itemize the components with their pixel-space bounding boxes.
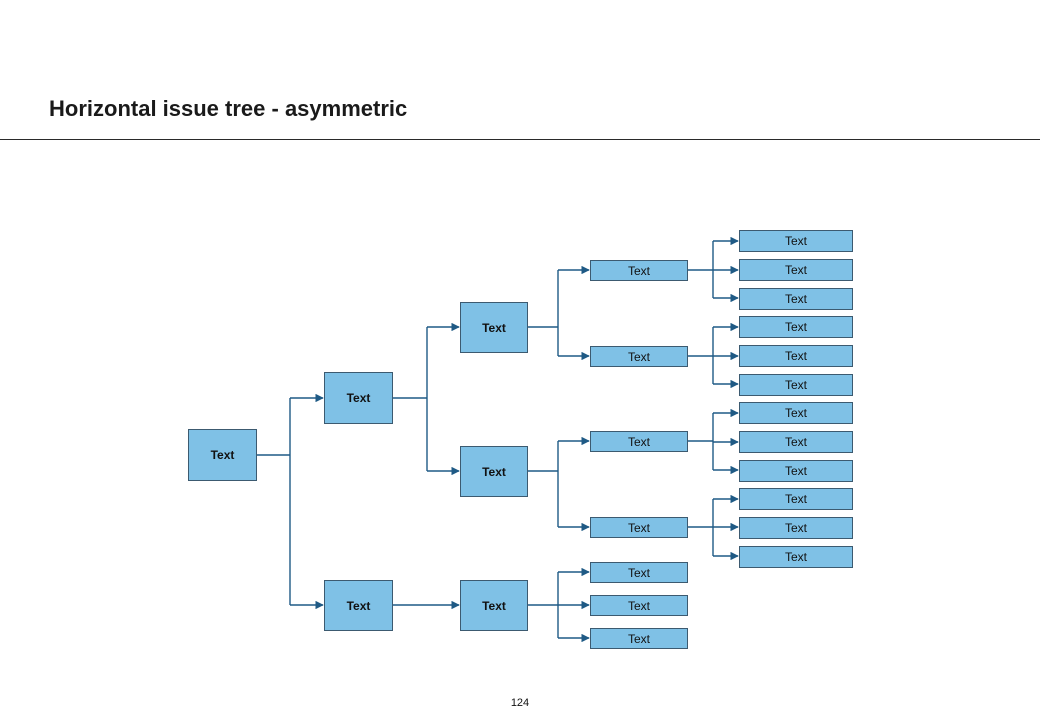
level4-node-9[interactable]: Text (739, 460, 853, 482)
node-label: Text (482, 464, 506, 479)
node-label: Text (482, 320, 506, 335)
level3-node-3[interactable]: Text (590, 431, 688, 452)
node-label: Text (784, 492, 807, 506)
node-label: Text (627, 263, 650, 278)
node-label: Text (784, 349, 807, 363)
node-label: Text (627, 520, 650, 535)
level4-node-10[interactable]: Text (739, 488, 853, 510)
level4-node-5[interactable]: Text (739, 345, 853, 367)
node-label: Text (627, 565, 650, 580)
level3-node-4[interactable]: Text (590, 517, 688, 538)
node-label: Text (784, 435, 807, 449)
level4-node-1[interactable]: Text (739, 230, 853, 252)
node-label: Text (627, 349, 650, 364)
node-label: Text (784, 521, 807, 535)
node-label: Text (346, 598, 371, 613)
level2-node-top[interactable]: Text (460, 302, 528, 353)
node-label: Text (627, 631, 650, 646)
node-label: Text (784, 464, 807, 478)
page-title: Horizontal issue tree - asymmetric (49, 96, 408, 121)
node-label: Text (627, 598, 650, 613)
level4-node-2[interactable]: Text (739, 259, 853, 281)
node-label: Text (784, 320, 807, 334)
level1-node-lower[interactable]: Text (324, 580, 393, 631)
node-label: Text (627, 434, 650, 449)
node-label: Text (784, 234, 807, 248)
level3-node-6[interactable]: Text (590, 595, 688, 616)
level2-node-bottom[interactable]: Text (460, 580, 528, 631)
node-label: Text (784, 378, 807, 392)
level3-node-7[interactable]: Text (590, 628, 688, 649)
node-label: Text (346, 391, 371, 405)
level2-node-middle[interactable]: Text (460, 446, 528, 497)
root-node[interactable]: Text (188, 429, 257, 481)
level4-node-7[interactable]: Text (739, 402, 853, 424)
node-label: Text (210, 448, 235, 462)
title-divider (0, 139, 1040, 140)
level4-node-12[interactable]: Text (739, 546, 853, 568)
node-label: Text (784, 263, 807, 277)
level4-node-3[interactable]: Text (739, 288, 853, 310)
node-label: Text (784, 406, 807, 420)
level3-node-2[interactable]: Text (590, 346, 688, 367)
level4-node-4[interactable]: Text (739, 316, 853, 338)
page-number: 124 (510, 697, 530, 709)
level4-node-8[interactable]: Text (739, 431, 853, 453)
node-label: Text (482, 598, 506, 613)
level1-node-upper[interactable]: Text (324, 372, 393, 424)
level3-node-5[interactable]: Text (590, 562, 688, 583)
node-label: Text (784, 550, 807, 564)
node-label: Text (784, 292, 807, 306)
level4-node-6[interactable]: Text (739, 374, 853, 396)
level3-node-1[interactable]: Text (590, 260, 688, 281)
level4-node-11[interactable]: Text (739, 517, 853, 539)
